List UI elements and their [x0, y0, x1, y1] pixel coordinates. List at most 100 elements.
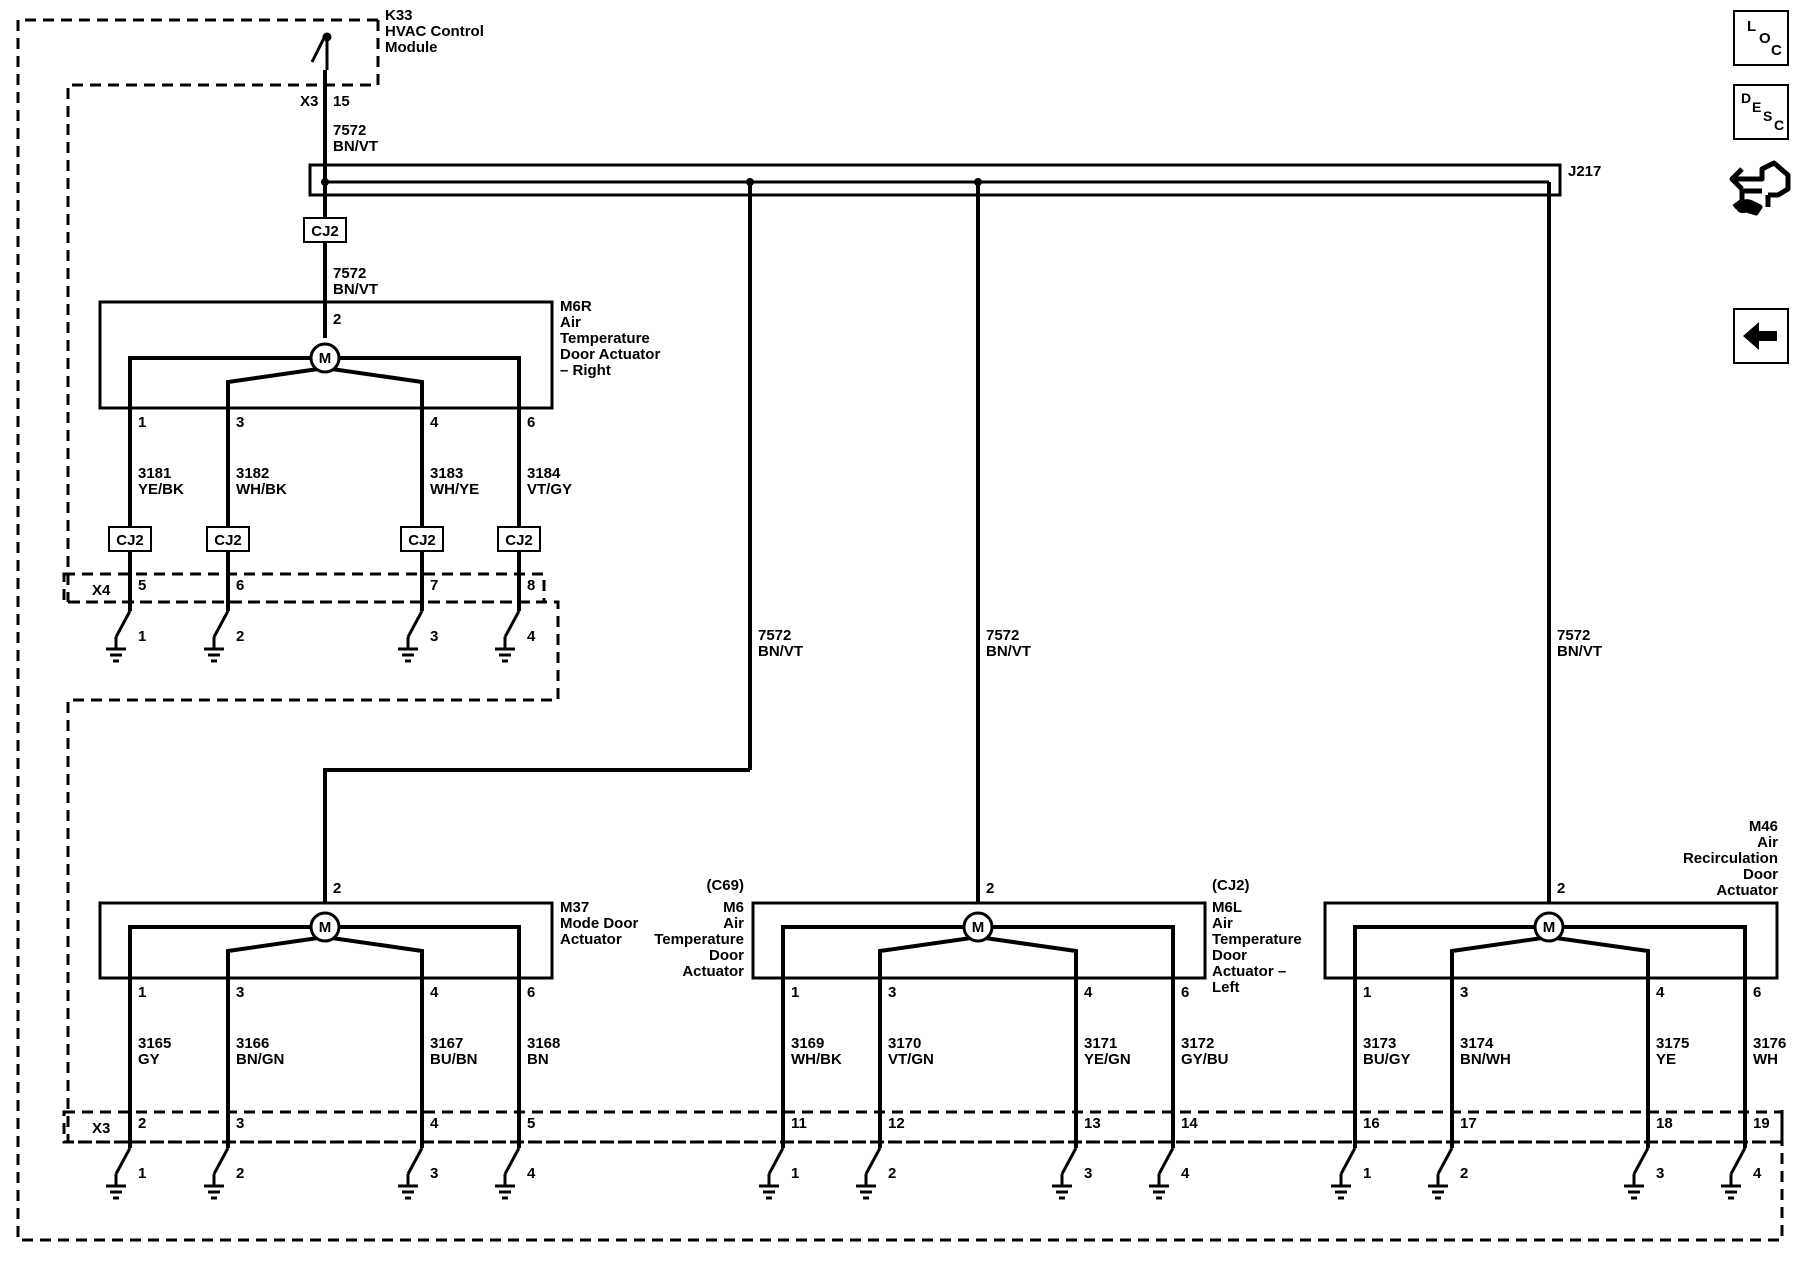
circuit-number: 3174 [1460, 1035, 1494, 1052]
terminal-pin: 3 [236, 984, 244, 1001]
m6r-motor-label: M [319, 350, 332, 367]
feed-cj2-label: CJ2 [311, 223, 339, 240]
wire-color: WH [1753, 1051, 1778, 1068]
m6-supply-pin: 2 [986, 880, 994, 897]
m6r-name-line: – Right [560, 362, 611, 379]
connector-pin: 8 [527, 577, 535, 594]
m46-name-line: Actuator [1716, 882, 1778, 899]
connector-pin: 19 [1753, 1115, 1770, 1132]
description-button[interactable]: D E S C [1733, 84, 1789, 140]
ground-number: 2 [236, 628, 244, 645]
m6r-supply-pin: 2 [333, 311, 341, 328]
feed-color-m46: BN/VT [1557, 643, 1602, 660]
actuator-group: MCJ213181YE/BK51CJ233182WH/BK62CJ243183W… [98, 300, 1786, 1200]
m6l-name-line: Actuator – [1212, 963, 1286, 980]
ground-number: 4 [527, 1165, 536, 1182]
circuit-number: 3165 [138, 1035, 171, 1052]
ground-switch [398, 610, 424, 663]
back-button[interactable] [1733, 308, 1789, 364]
cj2-connector-label: CJ2 [214, 532, 242, 549]
terminal-pin: 4 [1656, 984, 1665, 1001]
connector-repair-button[interactable] [1728, 155, 1794, 221]
ground-switch [1624, 1147, 1650, 1200]
m37-name-line: Mode Door [560, 915, 638, 932]
wire-color: YE [1656, 1051, 1676, 1068]
feed-circuit-m37: 7572 [758, 627, 791, 644]
left-arrow-icon [1743, 322, 1777, 350]
connector-pin: 2 [138, 1115, 146, 1132]
m6r-outline [98, 300, 554, 410]
ground-switch [759, 1147, 785, 1200]
circuit-number: 3166 [236, 1035, 269, 1052]
m37-name-line: M37 [560, 899, 589, 916]
wire-color: BN/WH [1460, 1051, 1511, 1068]
terminal-pin: 4 [430, 414, 439, 431]
m6l-name: (CJ2) M6L Air Temperature Door Actuator … [1212, 877, 1302, 996]
j217-splice-pack [308, 163, 1562, 197]
desc-letter-s: S [1763, 108, 1773, 124]
ground-switch [1428, 1147, 1454, 1200]
m6l-name-line: Door [1212, 947, 1247, 964]
m46-supply-pin: 2 [1557, 880, 1565, 897]
ground-switch [398, 1147, 424, 1200]
connector-pin: 6 [236, 577, 244, 594]
connector-pin: 5 [527, 1115, 535, 1132]
m6r-name-line: M6R [560, 298, 592, 315]
circuit-number: 3170 [888, 1035, 921, 1052]
m37-actuator: M213165GY2133166BN/GN3243167BU/BN4363168… [98, 880, 560, 1200]
cj2-connector-box [108, 526, 152, 552]
m6-internal-wiring [781, 925, 1175, 978]
loc-letter-o: O [1759, 30, 1771, 47]
ground-number: 3 [430, 1165, 438, 1182]
wire-color: YE/BK [138, 481, 184, 498]
ground-number: 1 [138, 628, 146, 645]
m6r-actuator: MCJ213181YE/BK51CJ233182WH/BK62CJ243183W… [98, 300, 572, 663]
m37-name: M37 Mode Door Actuator [560, 899, 638, 948]
feed-circuit-m46: 7572 [1557, 627, 1590, 644]
connector-pin: 5 [138, 577, 146, 594]
x3-connector-label: X3 [92, 1120, 110, 1137]
circuit-number: 3181 [138, 465, 171, 482]
m46-outline [1323, 901, 1779, 980]
circuit-number: 3173 [1363, 1035, 1396, 1052]
circuit-number: 3182 [236, 465, 269, 482]
m46-name-line: M46 [1749, 818, 1778, 835]
wire-color: BU/GY [1363, 1051, 1411, 1068]
ground-switch [856, 1147, 882, 1200]
ground-number: 3 [430, 628, 438, 645]
m46-name-line: Recirculation [1683, 850, 1778, 867]
wire-color: GY [138, 1051, 160, 1068]
wire-color: WH/BK [791, 1051, 842, 1068]
cj2-connector-label: CJ2 [116, 532, 144, 549]
m6-motor-label: M [972, 919, 985, 936]
m6r-name-line: Temperature [560, 330, 650, 347]
ground-switch [204, 1147, 230, 1200]
cj2-connector-label: CJ2 [408, 532, 436, 549]
feed-circuit-mid: 7572 [333, 265, 366, 282]
wire-color: VT/GY [527, 481, 572, 498]
desc-letter-d: D [1741, 90, 1752, 106]
ground-switch [204, 610, 230, 663]
wire-color: BN [527, 1051, 549, 1068]
terminal-pin: 1 [791, 984, 799, 1001]
m37-outline [98, 901, 554, 980]
splice-dots [321, 178, 982, 186]
feed-cj2-box: CJ2 [303, 217, 347, 243]
cj2-connector-box [206, 526, 250, 552]
k33-name-line2: Module [385, 39, 438, 56]
ground-switch [1721, 1147, 1747, 1200]
m37-motor-label: M [319, 919, 332, 936]
location-button[interactable]: L O C [1733, 10, 1789, 66]
m46-name: M46 Air Recirculation Door Actuator [1683, 818, 1778, 899]
ground-switch [1149, 1147, 1175, 1200]
ground-number: 4 [1181, 1165, 1190, 1182]
